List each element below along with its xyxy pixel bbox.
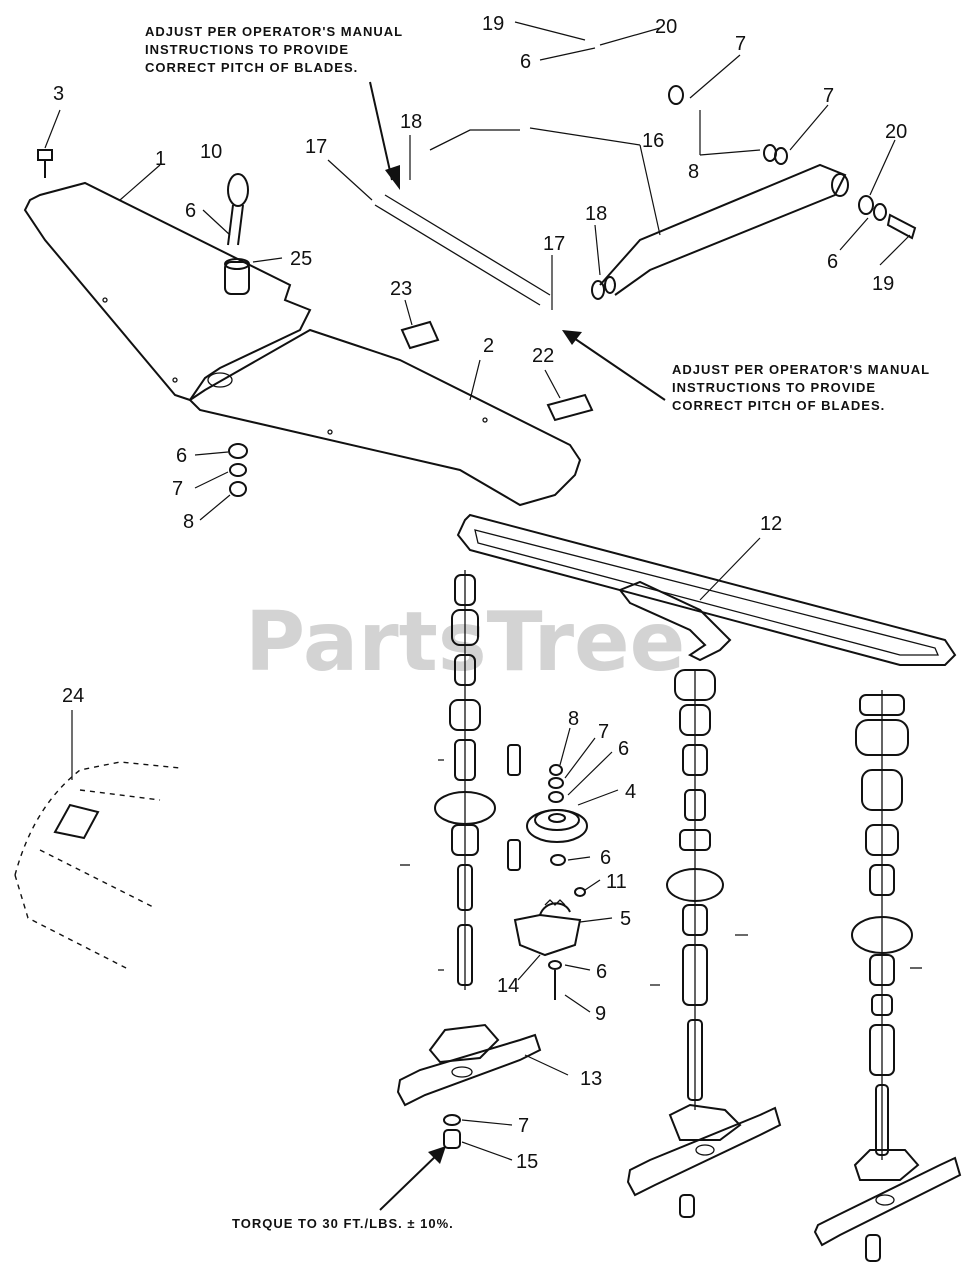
arrow-pitch-right (562, 330, 666, 401)
callout-7-top: 7 (735, 33, 746, 55)
callout-5: 5 (620, 908, 631, 930)
spindle-right (813, 690, 962, 1262)
idler-hardware (548, 764, 566, 866)
leaders-lower (461, 537, 761, 1161)
callout-19-right: 19 (872, 273, 894, 295)
callout-7-right: 7 (823, 85, 834, 107)
callout-8-idler: 8 (568, 708, 579, 730)
note-pitch-right-line2: INSTRUCTIONS TO PROVIDE (672, 380, 876, 395)
callout-17-top: 17 (305, 136, 327, 158)
callout-6-idler-mid: 6 (600, 847, 611, 869)
callout-9: 9 (595, 1003, 606, 1025)
callout-10: 10 (200, 141, 222, 163)
callout-6-stack: 6 (176, 445, 187, 467)
spindle-left (434, 570, 496, 990)
idler-pulley-4 (526, 809, 588, 843)
note-pitch-top-line1: ADJUST PER OPERATOR'S MANUAL (145, 24, 403, 39)
deck-shield-2 (188, 328, 582, 507)
callout-12: 12 (760, 513, 782, 535)
bolt-3 (37, 149, 53, 178)
callout-numbers: 1 2 3 4 5 6 6 6 6 6 6 6 6 7 7 7 7 7 8 8 … (53, 13, 907, 1173)
arrow-torque (379, 1146, 446, 1211)
callout-18-top: 18 (400, 111, 422, 133)
callout-4: 4 (625, 781, 636, 803)
callout-16: 16 (642, 130, 664, 152)
mower-deck-outline-24 (14, 710, 181, 971)
callout-20-right: 20 (885, 121, 907, 143)
callout-6-top: 6 (520, 51, 531, 73)
decal-22 (546, 393, 594, 422)
callout-11: 11 (606, 871, 627, 893)
callout-7-blade: 7 (518, 1115, 529, 1137)
callout-6-right: 6 (827, 251, 838, 273)
hardware-top (591, 85, 917, 300)
callout-7-stack: 7 (172, 478, 183, 500)
note-pitch-right: ADJUST PER OPERATOR'S MANUAL INSTRUCTION… (672, 362, 930, 413)
note-pitch-top: ADJUST PER OPERATOR'S MANUAL INSTRUCTION… (145, 24, 403, 75)
blade-13 (396, 1023, 542, 1107)
idler-bolt-9 (548, 960, 562, 1000)
hardware-lower-stack (228, 443, 248, 497)
pitch-rod (374, 129, 849, 306)
callout-20-top: 20 (655, 16, 677, 38)
callout-6-shield: 6 (185, 200, 196, 222)
belt-12 (456, 513, 957, 666)
callout-1: 1 (155, 148, 166, 170)
small-hardware-misc (400, 744, 521, 871)
spindle-middle (626, 669, 782, 1218)
note-pitch-top-line3: CORRECT PITCH OF BLADES. (145, 60, 358, 75)
note-torque: TORQUE TO 30 FT./LBS. ± 10%. (232, 1216, 454, 1231)
decal-23 (400, 320, 440, 350)
callout-14: 14 (497, 975, 519, 997)
callout-3: 3 (53, 83, 64, 105)
callout-7-idler: 7 (598, 721, 609, 743)
callout-8-stack: 8 (183, 511, 194, 533)
callout-6-idler-bolt: 6 (596, 961, 607, 983)
callout-25: 25 (290, 248, 312, 270)
note-pitch-top-line2: INSTRUCTIONS TO PROVIDE (145, 42, 349, 57)
arrow-pitch-top (369, 81, 400, 190)
callout-13: 13 (580, 1068, 602, 1090)
idler-arm-5 (513, 887, 586, 957)
note-pitch-right-line1: ADJUST PER OPERATOR'S MANUAL (672, 362, 930, 377)
callout-19-top: 19 (482, 13, 504, 35)
callout-6-idler-top: 6 (618, 738, 629, 760)
callout-15: 15 (516, 1151, 538, 1173)
note-pitch-right-line3: CORRECT PITCH OF BLADES. (672, 398, 885, 413)
callout-2: 2 (483, 335, 494, 357)
blade-hardware-15 (443, 1114, 461, 1149)
spacer-25 (224, 258, 250, 295)
callout-18-right: 18 (585, 203, 607, 225)
callout-22: 22 (532, 345, 554, 367)
leaders-upper (44, 21, 911, 521)
callout-8-top: 8 (688, 161, 699, 183)
eye-bolt-10 (227, 173, 249, 246)
deck-shield-1 (23, 181, 312, 402)
callout-17-right: 17 (543, 233, 565, 255)
callout-24: 24 (62, 685, 84, 707)
callout-23: 23 (390, 278, 412, 300)
